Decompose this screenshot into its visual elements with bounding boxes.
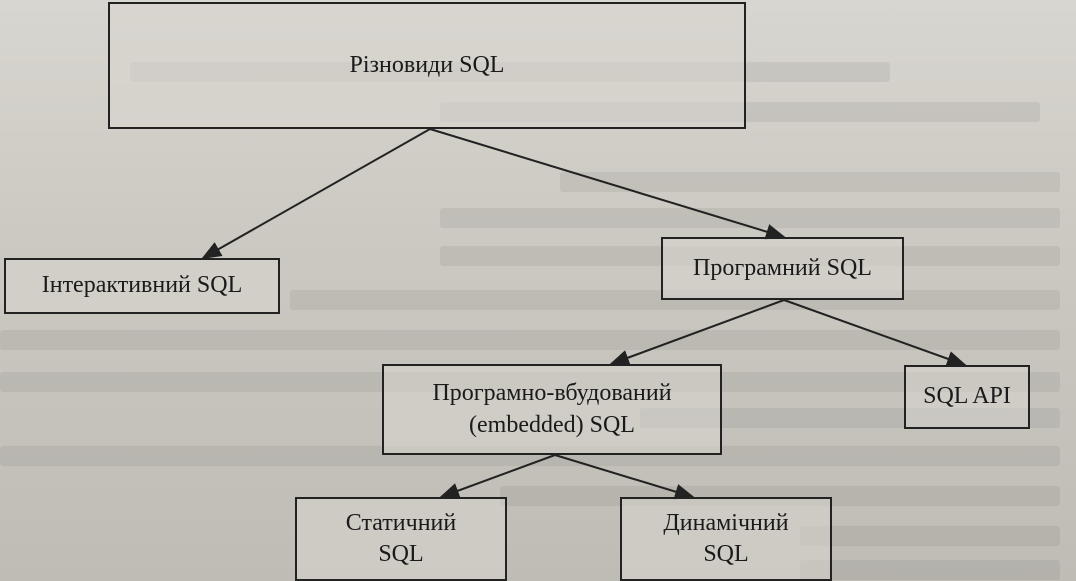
edge-embedded-to-static — [439, 454, 556, 499]
edge-root-to-interactive — [201, 128, 431, 259]
node-sql-api-label: SQL API — [923, 383, 1011, 410]
edge-embedded-to-dynamic — [554, 454, 695, 500]
node-sql-api: SQL API — [904, 365, 1030, 429]
node-sql-varieties: Різновиди SQL — [108, 2, 746, 129]
edge-root-to-program — [429, 128, 786, 240]
node-dynamic-sql: Динамічний SQL — [620, 497, 832, 581]
node-embedded-sql-label: Програмно-вбудований (embedded) SQL — [432, 380, 672, 438]
node-embedded-sql: Програмно-вбудований (embedded) SQL — [382, 364, 722, 455]
node-interactive-sql-label: Інтерактивний SQL — [41, 272, 243, 299]
node-program-sql: Програмний SQL — [661, 237, 904, 300]
node-dynamic-sql-label: Динамічний SQL — [663, 509, 789, 567]
node-interactive-sql: Інтерактивний SQL — [4, 258, 280, 314]
edge-program-to-api — [783, 299, 967, 367]
node-static-sql: Статичний SQL — [295, 497, 507, 581]
node-program-sql-label: Програмний SQL — [693, 254, 872, 281]
node-sql-varieties-label: Різновиди SQL — [349, 51, 505, 78]
edge-program-to-embedded — [609, 299, 785, 366]
node-static-sql-label: Статичний SQL — [345, 509, 457, 567]
